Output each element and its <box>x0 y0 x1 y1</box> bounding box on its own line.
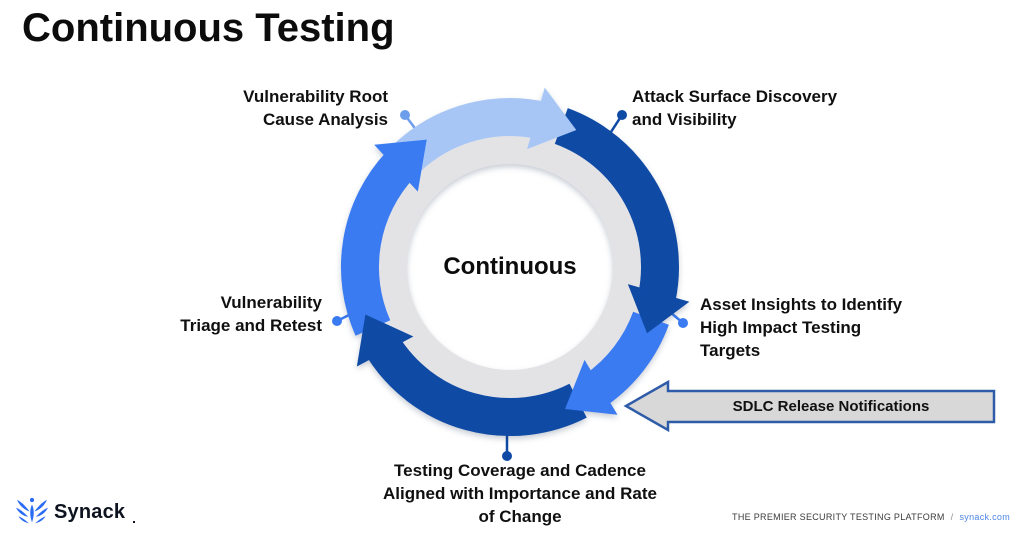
connector-asset-insights <box>669 311 688 328</box>
cycle-center-label: Continuous <box>443 253 577 280</box>
cycle-ring <box>369 126 651 408</box>
connector-dot <box>617 110 627 120</box>
step-label-testing-coverage-cadence: Testing Coverage and Cadence Aligned wit… <box>383 461 657 526</box>
synack-wordmark: Synack <box>54 500 126 523</box>
sdlc-arrow <box>623 379 996 433</box>
trademark-dot <box>133 521 136 523</box>
step-label-attack-surface-discovery: Attack Surface Discovery and Visibility <box>632 87 838 129</box>
arrowhead-medium-blue-top-left <box>374 139 427 192</box>
left-arrow-shape <box>623 379 996 433</box>
footer-separator: / <box>950 512 954 522</box>
connector-dot <box>332 316 342 326</box>
step-label-vulnerability-root-cause-analysis: Vulnerability Root Cause Analysis <box>243 87 388 129</box>
page-title: Continuous Testing <box>22 6 395 50</box>
arrowhead-dark-blue-right <box>627 284 690 334</box>
step-label-asset-insights: Asset Insights to Identify High Impact T… <box>700 295 903 360</box>
step-label-vulnerability-triage-retest: Vulnerability Triage and Retest <box>180 293 322 335</box>
footer-tagline-bar: THE PREMIER SECURITY TESTING PLATFORM / … <box>732 512 1010 522</box>
arrowhead-medium-blue-bottom <box>565 359 618 415</box>
connector-dot <box>400 110 410 120</box>
connector-attack-surface <box>607 110 627 136</box>
arc-dark-blue-top-right <box>554 108 679 303</box>
synack-logo: Synack <box>16 497 136 527</box>
connector-dot <box>502 451 512 461</box>
arrowhead-light-blue <box>527 87 577 150</box>
connector-dot <box>678 318 688 328</box>
footer-link-synack-com[interactable]: synack.com <box>959 512 1010 522</box>
synack-bird-icon <box>16 497 48 524</box>
arc-medium-blue-left <box>341 151 415 336</box>
continuous-cycle-diagram <box>332 87 690 461</box>
footer-tagline: THE PREMIER SECURITY TESTING PLATFORM <box>732 512 945 522</box>
arc-dark-blue-bottom <box>366 336 587 437</box>
sdlc-arrow-label: SDLC Release Notifications <box>732 398 930 415</box>
arrowhead-dark-blue-left <box>356 314 414 367</box>
